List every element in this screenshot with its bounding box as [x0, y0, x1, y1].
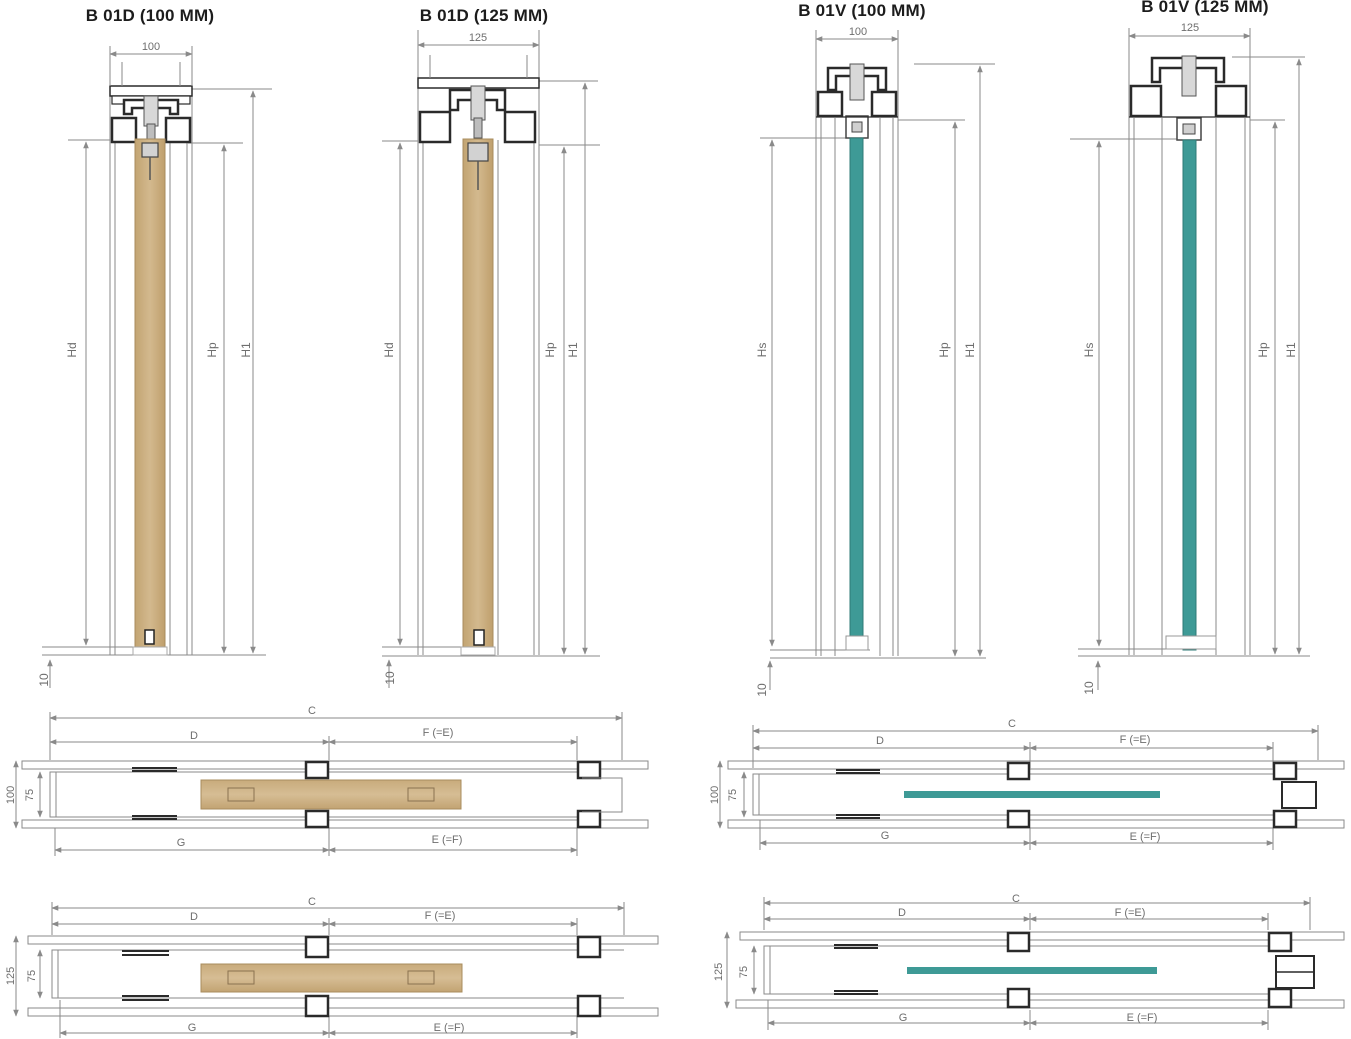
- dim-width-125-d: 125: [1181, 22, 1199, 34]
- dim-gap-10-a: 10: [37, 673, 51, 687]
- dim-e-4: E (=F): [1127, 1012, 1158, 1024]
- dim-c-4: C: [1012, 893, 1020, 905]
- section-b01v-125: [1070, 28, 1310, 690]
- dim-e-1: E (=F): [432, 834, 463, 846]
- dim-width-100-a: 100: [142, 41, 160, 53]
- plan-wood-100-profiles: [132, 760, 623, 829]
- dim-hs-c: Hs: [755, 343, 769, 358]
- dim-g-1: G: [177, 837, 186, 849]
- dim-c-2: C: [1008, 718, 1016, 730]
- plan-glass-100: [717, 725, 1345, 850]
- dim-g-2: G: [881, 830, 890, 842]
- dim-h75-2: 75: [727, 789, 739, 801]
- dim-d-2: D: [876, 735, 884, 747]
- profile-head-b01v-100: [816, 63, 898, 139]
- dim-e-2: E (=F): [1130, 831, 1161, 843]
- dim-f-1: F (=E): [423, 727, 454, 739]
- door-leaf-wood-b01d-125: [460, 138, 496, 656]
- dim-hd-a: Hd: [65, 342, 79, 357]
- dim-h125-3: 125: [5, 967, 17, 985]
- dim-hs-d: Hs: [1082, 343, 1096, 358]
- dim-d-1: D: [190, 730, 198, 742]
- profile-head-b01v-125: [1129, 55, 1250, 141]
- profile-head-b01d-125: [417, 55, 540, 144]
- dim-h125-4: 125: [713, 963, 725, 981]
- dim-h1-d: H1: [1284, 342, 1298, 358]
- dim-hd-b: Hd: [382, 342, 396, 357]
- dim-gap-10-d: 10: [1082, 681, 1096, 695]
- plan-glass-125: [724, 897, 1345, 1030]
- dim-c-1: C: [308, 705, 316, 717]
- dim-width-125-b: 125: [469, 32, 487, 44]
- dim-hp-c: Hp: [937, 342, 951, 358]
- dim-h75-1: 75: [24, 789, 36, 801]
- dim-h100-2: 100: [709, 786, 721, 804]
- title-b01d-125: B 01D (125 MM): [419, 6, 549, 25]
- glass-panel-b01v-125: [1165, 139, 1217, 651]
- title-b01v-100: B 01V (100 MM): [798, 1, 926, 20]
- dim-g-4: G: [899, 1012, 908, 1024]
- dim-c-3: C: [308, 896, 316, 908]
- dim-d-3: D: [190, 911, 198, 923]
- dim-width-100-c: 100: [849, 26, 867, 38]
- dim-h100-1: 100: [5, 786, 17, 804]
- title-b01v-125: B 01V (125 MM): [1141, 0, 1269, 16]
- dim-h1-b: H1: [566, 342, 580, 358]
- dim-f-2: F (=E): [1120, 734, 1151, 746]
- dim-d-4: D: [898, 907, 906, 919]
- dim-gap-10-b: 10: [383, 671, 397, 685]
- dim-h75-4: 75: [738, 966, 750, 978]
- dim-f-4: F (=E): [1115, 907, 1146, 919]
- dim-f-3: F (=E): [425, 910, 456, 922]
- dim-hp-d: Hp: [1256, 342, 1270, 358]
- title-b01d-100: B 01D (100 MM): [85, 6, 215, 25]
- plan-glass-100-profiles: [836, 761, 1317, 829]
- dim-gap-10-c: 10: [755, 683, 769, 697]
- plan-wood-125-profiles: [122, 935, 602, 1018]
- dim-h75-3: 75: [26, 970, 38, 982]
- plan-glass-125-profiles: [834, 931, 1315, 1009]
- profile-head-b01d-100: [109, 62, 193, 144]
- glass-panel-b01v-100: [845, 137, 869, 651]
- dim-hp-a: Hp: [205, 342, 219, 358]
- dim-e-3: E (=F): [434, 1022, 465, 1034]
- section-b01v-100: [760, 30, 995, 690]
- dim-hp-b: Hp: [543, 342, 557, 358]
- dim-h1-c: H1: [963, 342, 977, 358]
- dim-h1-a: H1: [239, 342, 253, 358]
- dim-g-3: G: [188, 1022, 197, 1034]
- door-leaf-wood-b01d-100: [132, 138, 168, 656]
